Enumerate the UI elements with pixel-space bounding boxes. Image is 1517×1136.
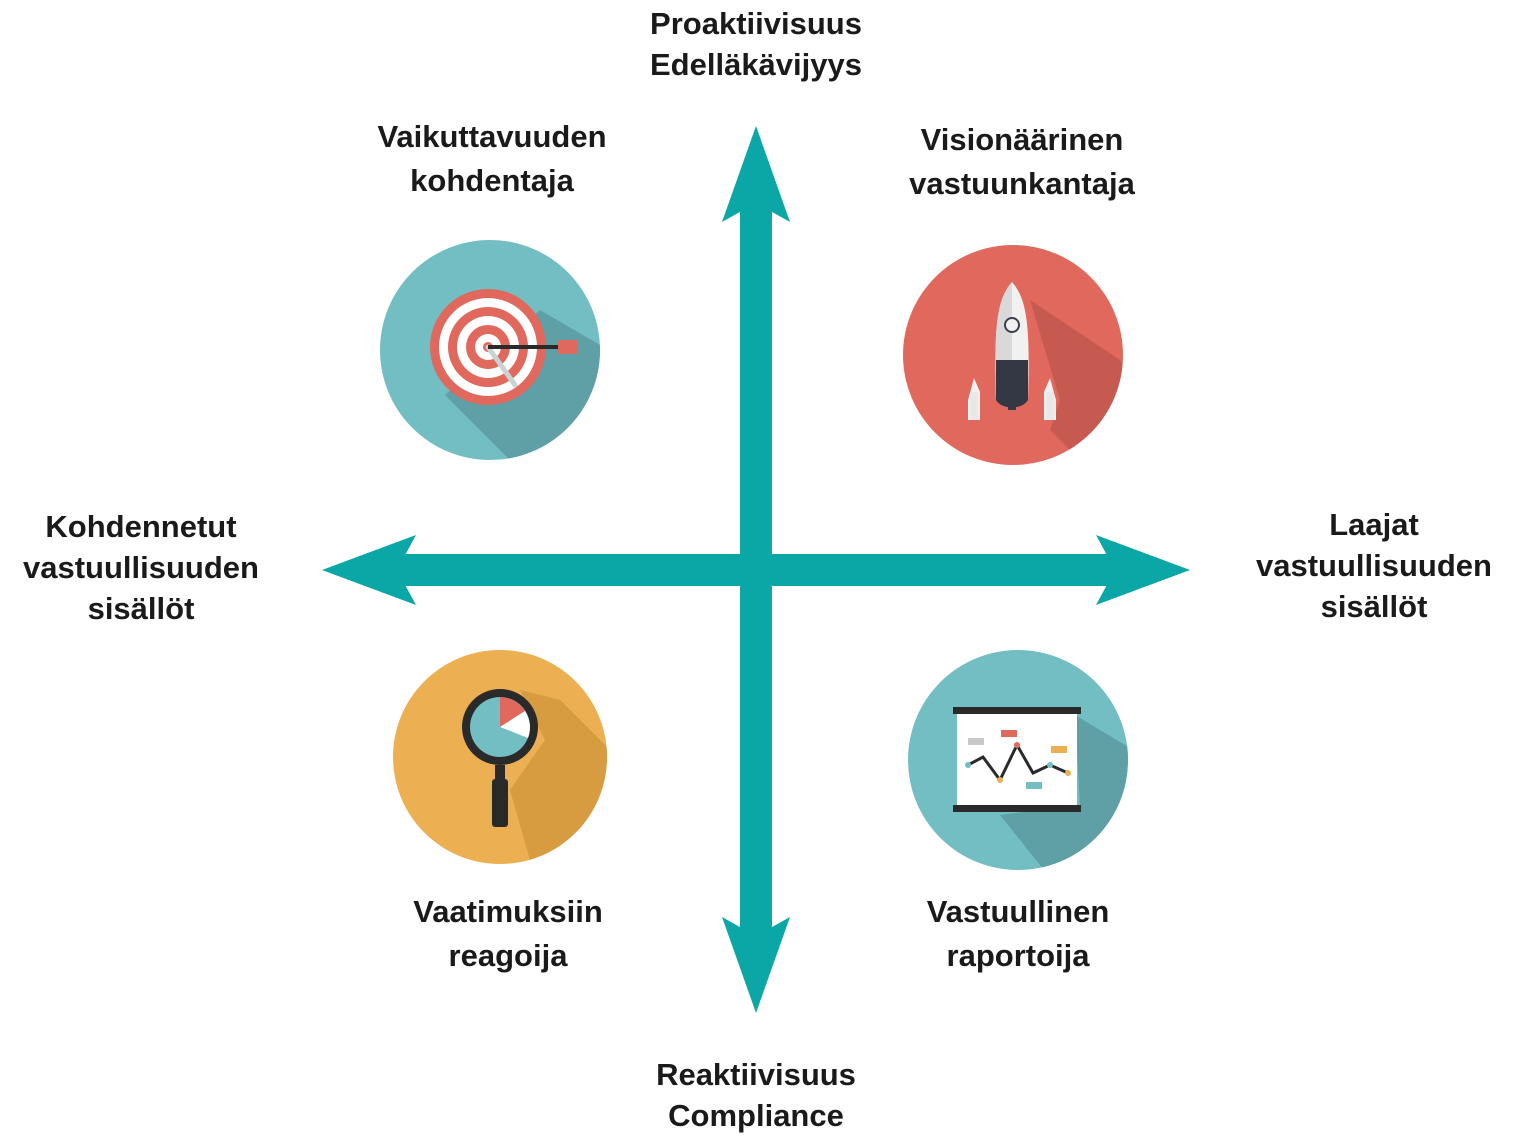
- axis-label-left: Kohdennetut vastuullisuuden sisällöt: [0, 506, 282, 629]
- horizontal-axis-line: [380, 554, 1120, 586]
- quadrant-label-top-right: Visionäärinen vastuunkantaja: [872, 118, 1172, 206]
- quadrant-top-left-line2: kohdentaja: [410, 163, 574, 198]
- arrow-down-icon: [722, 917, 790, 1013]
- axis-label-top-line1: Proaktiivisuus: [650, 6, 862, 41]
- arrow-right-icon: [1096, 535, 1190, 605]
- quadrant-top-right-line1: Visionäärinen: [920, 122, 1124, 157]
- axis-label-right: Laajat vastuullisuuden sisällöt: [1235, 504, 1513, 627]
- quadrant-label-bottom-right: Vastuullinen raportoija: [868, 890, 1168, 978]
- axis-label-left-line3: sisällöt: [87, 591, 195, 626]
- arrow-left-icon: [322, 535, 416, 605]
- quadrant-bottom-left-line2: reagoija: [448, 938, 568, 973]
- quadrant-bottom-left-line1: Vaatimuksiin: [413, 894, 603, 929]
- quadrant-top-left-line1: Vaikuttavuuden: [377, 119, 607, 154]
- axis-label-right-line2: vastuullisuuden: [1256, 548, 1492, 583]
- axis-label-top-line2: Edelläkävijyys: [650, 47, 862, 82]
- quadrant-label-bottom-left: Vaatimuksiin reagoija: [358, 890, 658, 978]
- quadrant-bottom-right-line2: raportoija: [946, 938, 1090, 973]
- axis-label-left-line2: vastuullisuuden: [23, 550, 259, 585]
- arrow-up-icon: [722, 126, 790, 222]
- quadrant-label-top-left: Vaikuttavuuden kohdentaja: [342, 115, 642, 203]
- quadrant-top-right-line2: vastuunkantaja: [909, 166, 1135, 201]
- axis-label-right-line3: sisällöt: [1320, 589, 1428, 624]
- axis-label-bottom-line2: Compliance: [668, 1098, 844, 1133]
- rocket-icon: [903, 245, 1123, 465]
- axis-label-bottom-line1: Reaktiivisuus: [656, 1057, 856, 1092]
- axis-label-top: Proaktiivisuus Edelläkävijyys: [556, 3, 956, 85]
- magnifier-icon: [393, 650, 607, 864]
- quadrant-bottom-right-line1: Vastuullinen: [926, 894, 1110, 929]
- target-icon: [380, 240, 600, 460]
- presentation-board-icon: [908, 650, 1128, 870]
- axis-label-right-line1: Laajat: [1329, 507, 1419, 542]
- axes: [322, 126, 1190, 1013]
- axis-label-left-line1: Kohdennetut: [45, 509, 237, 544]
- axis-label-bottom: Reaktiivisuus Compliance: [556, 1054, 956, 1136]
